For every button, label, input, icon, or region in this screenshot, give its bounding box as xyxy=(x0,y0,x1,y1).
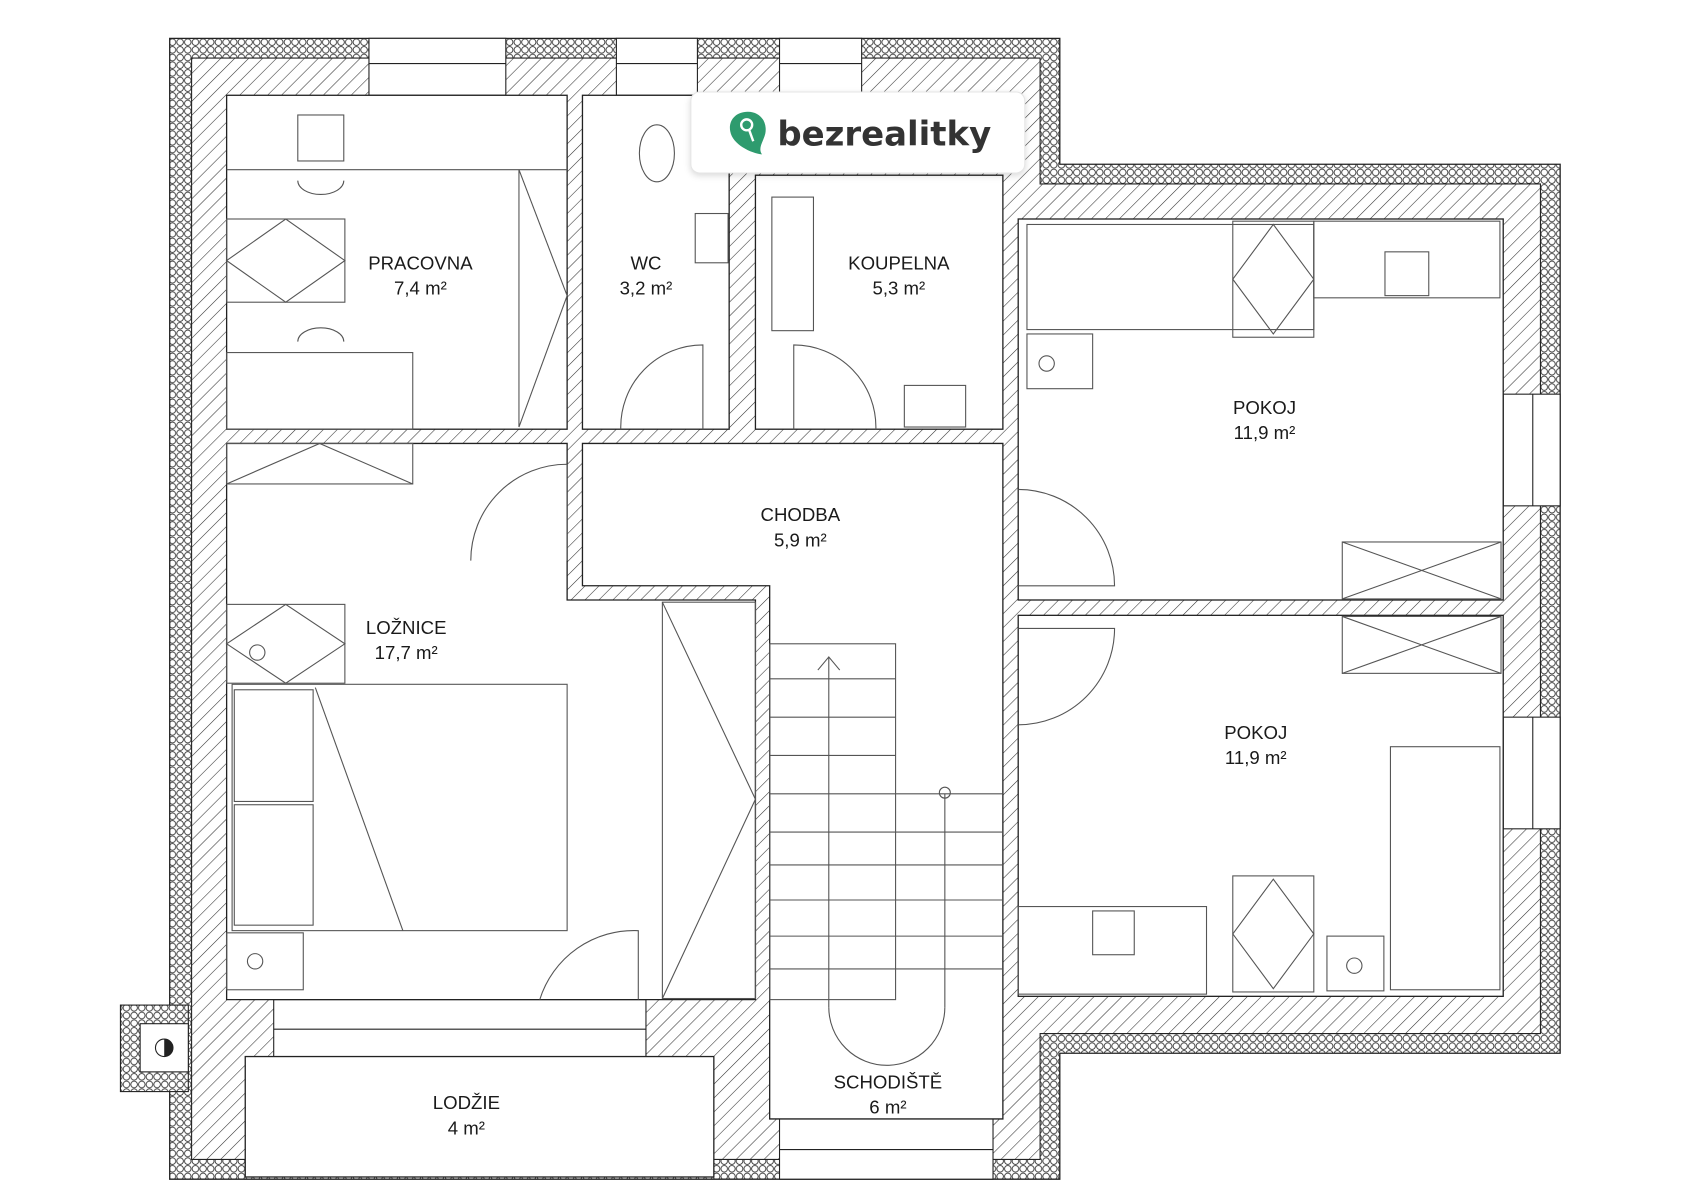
room-name: PRACOVNA xyxy=(368,252,473,273)
room-koupelna xyxy=(754,174,1004,430)
logo-text: bezrealitky xyxy=(777,115,991,155)
room-name: KOUPELNA xyxy=(848,252,950,273)
room-name: WC xyxy=(630,252,661,273)
room-lodzie xyxy=(244,1055,715,1178)
room-name: CHODBA xyxy=(761,504,841,525)
room-area: 11,9 m² xyxy=(1225,747,1287,768)
room-pokoj-2 xyxy=(1017,614,1504,997)
rooms xyxy=(225,94,1504,1178)
room-area: 5,9 m² xyxy=(774,529,827,550)
room-area: 5,3 m² xyxy=(872,278,925,299)
room-name: LODŽIE xyxy=(433,1092,500,1113)
room-name: LOŽNICE xyxy=(366,617,447,638)
key-pin-icon xyxy=(729,111,766,155)
bezrealitky-logo: bezrealitky xyxy=(690,91,1026,174)
furniture xyxy=(225,114,1502,1066)
room-area: 17,7 m² xyxy=(375,642,438,663)
room-area: 4 m² xyxy=(448,1117,485,1138)
room-area: 11,9 m² xyxy=(1234,422,1296,443)
room-name: POKOJ xyxy=(1233,397,1296,418)
room-area: 7,4 m² xyxy=(394,278,447,299)
room-loznice xyxy=(225,442,757,1001)
room-pokoj-1 xyxy=(1017,218,1504,601)
room-name: SCHODIŠTĚ xyxy=(834,1071,943,1092)
room-area: 3,2 m² xyxy=(620,278,673,299)
room-labels: PRACOVNA 7,4 m² WC 3,2 m² KOUPELNA 5,3 m… xyxy=(366,252,1296,1138)
room-name: POKOJ xyxy=(1224,722,1287,743)
room-chodba-schodiste xyxy=(581,442,1004,1120)
room-area: 6 m² xyxy=(869,1096,906,1117)
